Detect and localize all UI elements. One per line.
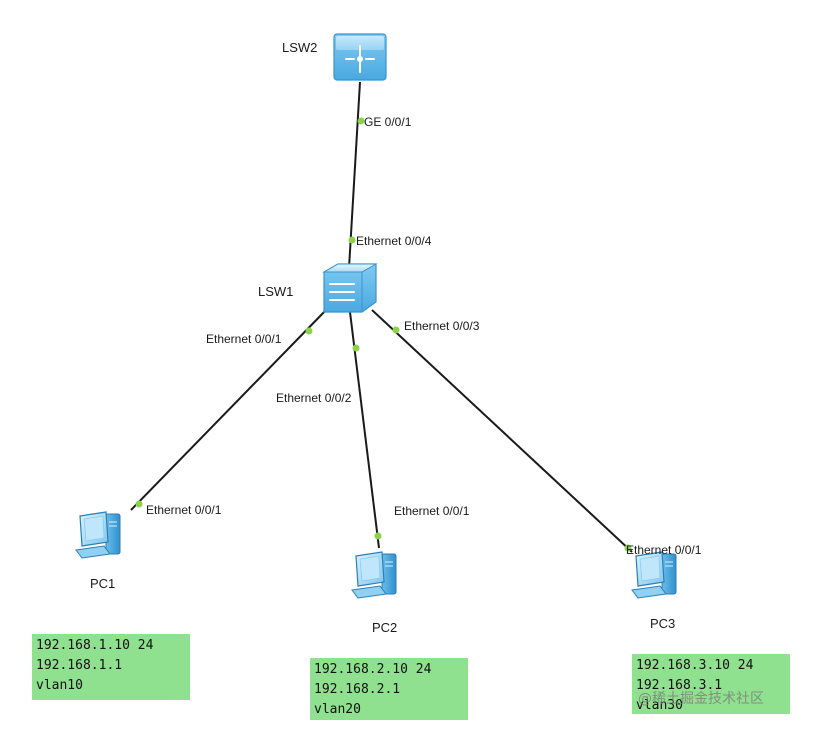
port-label-pc1-e001: Ethernet 0/0/1 [146, 503, 222, 517]
pc1-computer-icon[interactable] [75, 511, 121, 559]
pc3-label: PC3 [650, 616, 675, 631]
pc3-vlan: vlan30 [636, 698, 683, 713]
port-label-pc3-e001: Ethernet 0/0/1 [626, 543, 702, 557]
pc2-vlan: vlan20 [314, 702, 361, 717]
lsw1-switch-icon[interactable] [322, 263, 378, 313]
port-dot-lsw1-e004 [348, 236, 356, 244]
port-dot-pc2-e001 [374, 532, 382, 540]
pc2-gateway: 192.168.2.1 [314, 682, 401, 697]
port-dot-lsw1-e002 [352, 344, 360, 352]
pc1-vlan: vlan10 [36, 678, 83, 693]
pc2-ip-address: 192.168.2.10 24 [314, 662, 432, 677]
port-dot-pc3-e001 [624, 544, 632, 552]
port-label-lsw1-e004: Ethernet 0/0/4 [356, 234, 432, 248]
link-lsw1-pc1 [130, 307, 329, 511]
pc2-ip-note: 192.168.2.10 24 192.168.2.1 vlan20 [310, 658, 468, 720]
port-dot-lsw1-e003 [392, 326, 400, 334]
lsw2-label: LSW2 [282, 40, 317, 55]
pc1-label: PC1 [90, 576, 115, 591]
pc2-computer-icon[interactable] [351, 551, 397, 599]
port-label-lsw1-e003: Ethernet 0/0/3 [404, 319, 480, 333]
lsw2-switch-icon[interactable] [333, 33, 387, 81]
pc1-gateway: 192.168.1.1 [36, 658, 123, 673]
port-dot-pc1-e001 [135, 500, 143, 508]
port-label-lsw2-ge001: GE 0/0/1 [364, 115, 412, 129]
link-lsw1-pc3 [371, 309, 633, 553]
watermark: @稀土掘金技术社区 [638, 691, 764, 707]
link-lsw1-pc2 [349, 311, 380, 549]
port-dot-lsw2-ge001 [357, 117, 365, 125]
port-label-lsw1-e002: Ethernet 0/0/2 [276, 391, 352, 405]
pc3-ip-note: 192.168.3.10 24 192.168.3.1 vlan30 [632, 654, 790, 714]
pc3-ip-address: 192.168.3.10 24 [636, 658, 754, 673]
port-label-lsw1-e001: Ethernet 0/0/1 [206, 332, 282, 346]
pc2-label: PC2 [372, 620, 397, 635]
port-dot-lsw1-e001 [305, 327, 313, 335]
port-label-pc2-e001: Ethernet 0/0/1 [394, 504, 470, 518]
pc1-ip-address: 192.168.1.10 24 [36, 638, 154, 653]
lsw1-label: LSW1 [258, 284, 293, 299]
pc3-computer-icon[interactable] [631, 551, 677, 599]
pc1-ip-note: 192.168.1.10 24 192.168.1.1 vlan10 [32, 634, 190, 700]
pc3-gateway: 192.168.3.1 [636, 678, 723, 693]
